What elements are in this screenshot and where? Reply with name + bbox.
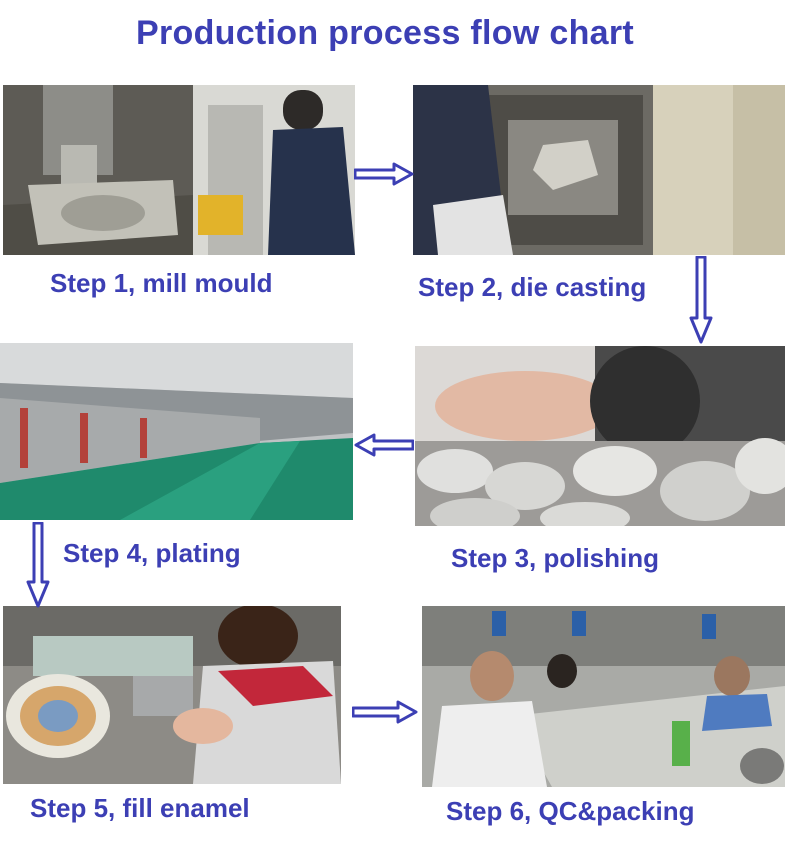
page-title: Production process flow chart xyxy=(136,14,634,52)
arrow-down-step2-to-step3 xyxy=(689,256,713,344)
step4-photo xyxy=(0,343,353,520)
step2-photo xyxy=(413,85,785,255)
step4-label: Step 4, plating xyxy=(63,538,241,568)
step3-label: Step 3, polishing xyxy=(451,543,660,573)
step5-label: Step 5, fill enamel xyxy=(30,793,250,823)
arrow-down-step4-to-step5 xyxy=(26,522,50,608)
step5-photo xyxy=(3,606,341,784)
arrow-left-step3-to-step4 xyxy=(354,433,414,457)
step3-photo xyxy=(415,346,785,526)
step6-photo xyxy=(422,606,785,787)
step1-photo xyxy=(3,85,355,255)
arrow-right-step5-to-step6 xyxy=(352,700,418,724)
step6-label: Step 6, QC&packing xyxy=(446,796,695,826)
step1-label: Step 1, mill mould xyxy=(50,268,273,298)
step2-label: Step 2, die casting xyxy=(418,272,647,302)
arrow-right-step1-to-step2 xyxy=(354,162,414,186)
